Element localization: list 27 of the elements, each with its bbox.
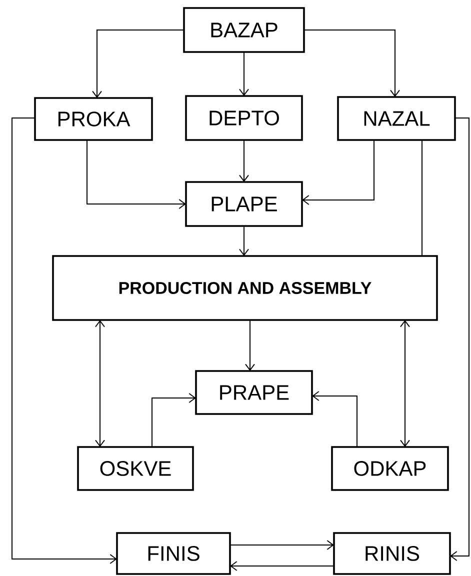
- arrow: [304, 30, 400, 97]
- process-box: BAZAP: [183, 7, 305, 53]
- process-box: PRAPE: [195, 370, 313, 415]
- process-box: RINIS: [333, 532, 451, 575]
- process-box: PROKA: [34, 97, 153, 141]
- process-box: PRODUCTION AND ASSEMBLY: [52, 255, 438, 321]
- arrow: [239, 226, 249, 256]
- arrow: [92, 30, 184, 98]
- process-box: ODKAP: [331, 446, 449, 491]
- process-box: DEPTO: [185, 95, 303, 141]
- arrow: [230, 540, 334, 550]
- arrow: [152, 393, 196, 448]
- arrow: [302, 140, 374, 205]
- arrow: [450, 118, 470, 561]
- process-box: PLAPE: [185, 181, 303, 227]
- arrow: [312, 391, 358, 448]
- arrow: [245, 320, 255, 371]
- arrow: [400, 320, 410, 447]
- arrow: [239, 140, 249, 182]
- arrow: [95, 320, 105, 447]
- arrow: [86, 140, 186, 209]
- arrow: [230, 561, 334, 571]
- process-box: NAZAL: [337, 96, 456, 141]
- arrow: [239, 52, 249, 96]
- arrow: [12, 118, 117, 564]
- process-box: FINIS: [116, 532, 231, 575]
- process-box: OSKVE: [77, 446, 194, 491]
